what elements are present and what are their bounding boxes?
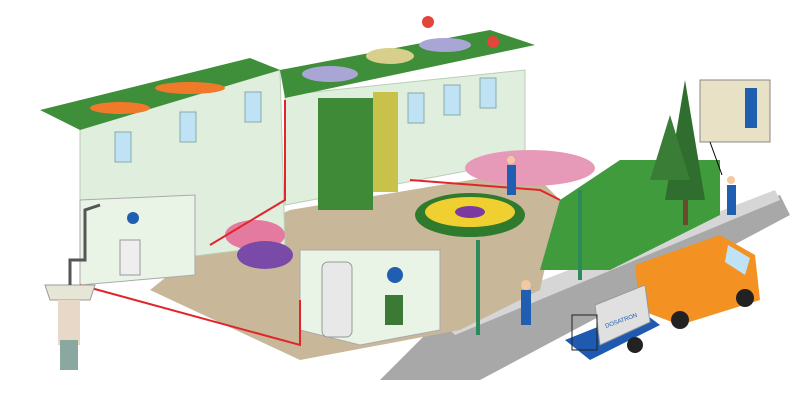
dosing-pump-icon: [127, 212, 139, 224]
red-pipe: [409, 179, 561, 201]
flower-wall: [373, 92, 398, 192]
red-pipe: [209, 100, 286, 246]
trailer-icon: DOSATRON: [565, 284, 660, 360]
roof-garden-beds: [302, 16, 499, 82]
dosing-pump-icon: [387, 267, 403, 283]
tree-icon: [650, 80, 705, 225]
red-pipe: [79, 284, 301, 347]
water-tank-icon: [119, 239, 141, 276]
van-icon: [635, 235, 760, 329]
right-basement: [299, 249, 441, 346]
flower-bed-icon: [225, 150, 595, 269]
fertilizer-tank: [385, 295, 403, 325]
hydrant-icon: [44, 203, 101, 370]
windows: [114, 77, 497, 163]
cabinet-icon: [699, 79, 771, 176]
water-tank-icon: [321, 261, 353, 338]
lamp-post: [476, 190, 582, 335]
green-wall: [318, 98, 373, 210]
road: [380, 195, 790, 380]
roof-flowers-left: [90, 82, 225, 114]
worker-icon: [507, 156, 736, 325]
right-building-roof: [280, 30, 535, 98]
